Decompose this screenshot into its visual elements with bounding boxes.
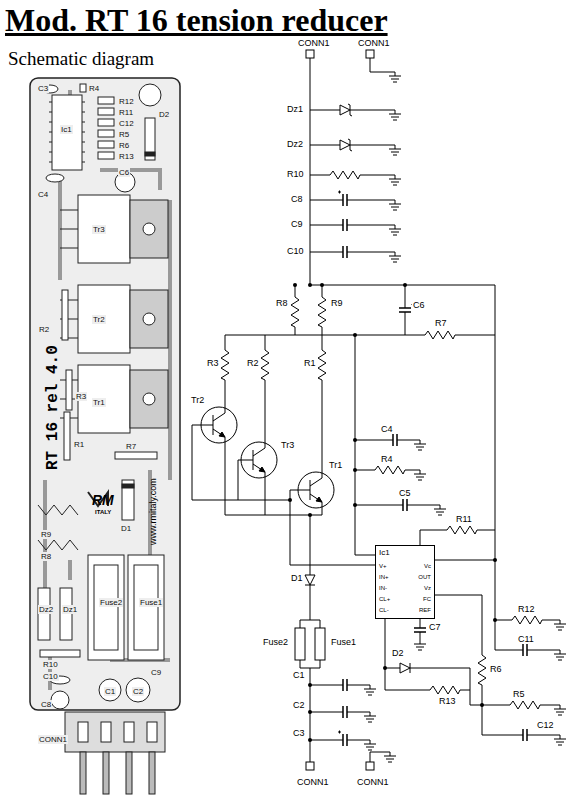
part-label: R5	[512, 689, 526, 699]
pcb-part-label: Fuse2	[99, 598, 123, 607]
pin-row: V+IN+IN-CL+CL- VcOUTVzFCREF	[379, 561, 431, 616]
page-title: Mod. RT 16 tension reducer	[5, 2, 388, 39]
part-label: R3	[206, 358, 220, 368]
board-marking: RT 16 rel 4.0	[44, 345, 62, 470]
part-label: R2	[246, 358, 260, 368]
pin-name: Vc	[418, 561, 431, 572]
part-label: C1	[292, 670, 306, 680]
part-label: C9	[290, 219, 304, 229]
pcb-part-label: C3	[37, 84, 49, 93]
pcb-part-label: R4	[88, 84, 100, 93]
ic-name: Ic1	[379, 548, 431, 558]
part-label: R9	[330, 298, 344, 308]
web-address: www.rmitaly.com	[148, 478, 158, 545]
part-label: R8	[275, 298, 289, 308]
pcb-part-label: C12	[118, 119, 135, 128]
part-label: D1	[290, 573, 304, 583]
pin-column: V+IN+IN-CL+CL-	[379, 561, 390, 616]
pcb-part-label: Dz1	[62, 605, 78, 614]
part-label: C10	[286, 246, 305, 256]
pcb-part-label: C2	[132, 687, 144, 696]
pcb-part-label: Tr1	[92, 398, 106, 407]
part-label: Fuse1	[330, 637, 357, 647]
pcb-part-label: R6	[118, 141, 130, 150]
pcb-part-label: C1	[104, 687, 116, 696]
part-label: CONN1	[357, 38, 391, 48]
part-label: C2	[292, 700, 306, 710]
logo-text: ITALY	[95, 509, 111, 515]
pin-name: REF	[418, 605, 431, 616]
part-label: R7	[434, 318, 448, 328]
pin-name: Vz	[418, 583, 431, 594]
part-label: C6	[412, 300, 426, 310]
pcb-part-label: CONN1	[38, 735, 68, 744]
pin-name: V+	[379, 561, 390, 572]
subtitle: Schematic diagram	[8, 48, 154, 70]
pin-name: OUT	[418, 572, 431, 583]
part-label: CONN1	[297, 38, 331, 48]
part-label: R12	[517, 604, 536, 614]
pin-name: IN-	[379, 583, 390, 594]
part-label: R6	[489, 664, 503, 674]
pcb-part-label: R8	[40, 552, 52, 561]
pin-name: FC	[418, 594, 431, 605]
part-label: Fuse2	[262, 637, 289, 647]
pin-column: VcOUTVzFCREF	[418, 561, 431, 616]
circuit-wires	[192, 50, 566, 770]
part-label: CONN1	[296, 777, 330, 787]
part-label: R13	[438, 696, 457, 706]
pcb-part-label: Tr3	[92, 225, 106, 234]
pcb-part-label: R13	[118, 152, 135, 161]
pcb-part-label: Tr2	[92, 315, 106, 324]
pcb-part-label: R9	[40, 530, 52, 539]
pin-name: CL+	[379, 594, 390, 605]
pcb-part-label: Fuse1	[139, 598, 163, 607]
pcb-part-label: C8	[40, 700, 52, 709]
part-label: R11	[455, 514, 473, 524]
pcb-part-label: R11	[118, 108, 134, 117]
ic-box: Ic1V+IN+IN-CL+CL- VcOUTVzFCREF	[375, 545, 435, 619]
pcb-part-label: R1	[73, 440, 85, 449]
pcb-part-label: C4	[37, 190, 49, 199]
part-label: R1	[303, 358, 317, 368]
pcb-part-label: Dz2	[38, 605, 54, 614]
pcb-part-label: C10	[42, 672, 59, 681]
pcb-part-label: R5	[118, 130, 130, 139]
part-label: Tr3	[280, 440, 295, 450]
pcb-part-label: R7	[125, 442, 137, 451]
part-label: C5	[398, 488, 412, 498]
part-label: Tr1	[328, 460, 343, 470]
part-label: R4	[380, 454, 394, 464]
part-label: Dz2	[286, 139, 304, 149]
logo-text: RM	[92, 492, 114, 508]
part-label: C4	[380, 424, 394, 434]
part-label: CONN1	[356, 777, 390, 787]
part-label: R10	[286, 169, 305, 179]
pcb-part-label: R2	[38, 325, 50, 334]
pin-name: IN+	[379, 572, 390, 583]
part-label: C11	[517, 634, 535, 644]
pcb-part-label: R3	[75, 392, 87, 401]
pin-name: CL-	[379, 605, 390, 616]
pcb-layout	[30, 78, 180, 794]
pcb-part-label: D1	[120, 524, 132, 533]
part-label: Tr2	[190, 395, 205, 405]
pcb-part-label: C9	[150, 668, 162, 677]
part-label: D2	[391, 648, 405, 658]
part-label: C12	[536, 720, 555, 730]
pcb-part-label: C6	[118, 168, 130, 177]
part-label: C3	[292, 728, 306, 738]
pcb-part-label: D2	[158, 110, 170, 119]
part-label: Dz1	[286, 104, 304, 114]
pcb-part-label: R12	[118, 97, 135, 106]
pcb-part-label: R10	[42, 660, 59, 669]
part-label: C7	[428, 622, 442, 632]
pcb-part-label: Ic1	[60, 125, 73, 134]
part-label: C8	[290, 194, 304, 204]
